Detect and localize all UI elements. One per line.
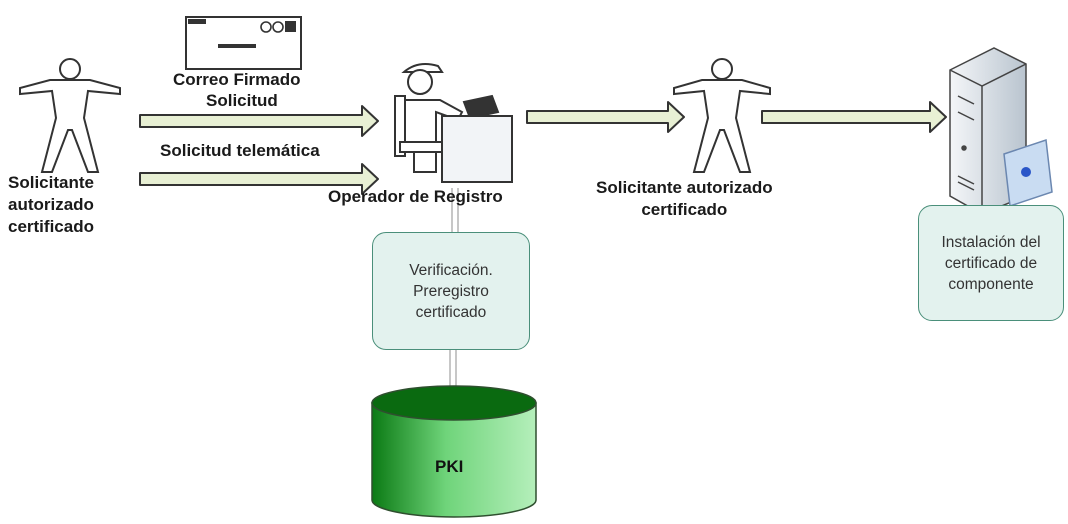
person-right-icon [673, 58, 771, 173]
pki-label: PKI [435, 457, 464, 476]
applicant-right-label: Solicitante autorizado certificado [596, 178, 773, 219]
telematic-request-label: Solicitud telemática [160, 141, 320, 160]
installation-text: Instalación del certificado de component… [941, 233, 1041, 293]
signed-mail-label: Correo Firmado [173, 70, 301, 89]
signed-envelope-icon [185, 16, 302, 70]
operator-label: Operador de Registro [328, 187, 503, 206]
verification-text: Verificación. Preregistro certificado [409, 261, 493, 321]
request-label: Solicitud [206, 91, 278, 110]
arrow-signed-mail [139, 105, 379, 137]
installation-box: Instalación del certificado de component… [918, 205, 1064, 321]
connector-verification-pki [449, 350, 457, 388]
applicant-left-label: Solicitante autorizado certificado [8, 173, 94, 236]
server-with-certificate-icon [949, 47, 1053, 215]
verification-box: Verificación. Preregistro certificado [372, 232, 530, 350]
arrow-telematic-request [139, 163, 379, 195]
arrow-applicant-to-server [761, 101, 947, 133]
pki-database-icon [371, 385, 537, 518]
arrow-operator-to-applicant [526, 101, 685, 133]
connector-operator-verification [451, 188, 459, 232]
person-left-icon [19, 58, 121, 173]
operator-at-desk-icon [394, 63, 513, 183]
